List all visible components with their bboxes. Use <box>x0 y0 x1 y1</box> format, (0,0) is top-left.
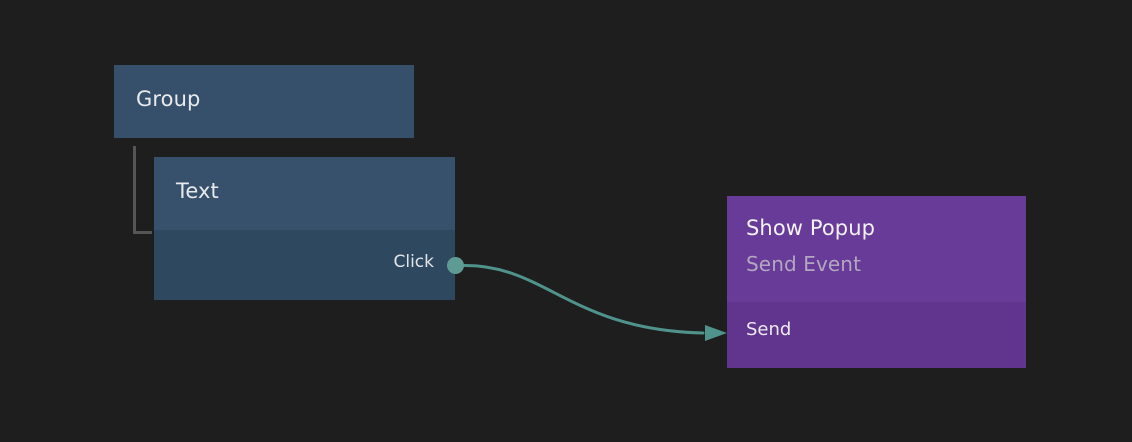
port-label-click[interactable]: Click <box>393 252 434 272</box>
node-group-title: Group <box>136 87 201 111</box>
node-text-title: Text <box>176 179 219 203</box>
node-text-header <box>154 157 455 230</box>
edge-arrowhead-icon <box>705 325 727 341</box>
node-text[interactable]: Text Click <box>154 157 455 300</box>
node-show-popup[interactable]: Show Popup Send Event Send <box>727 196 1026 368</box>
port-label-send[interactable]: Send <box>746 319 792 340</box>
node-group[interactable]: Group <box>114 65 414 138</box>
node-show-popup-header <box>727 196 1026 302</box>
node-text-port-row: Click <box>154 230 455 300</box>
edge-click-to-send[interactable] <box>461 263 705 335</box>
tree-connector-line <box>133 146 152 234</box>
port-knob-click-icon[interactable] <box>447 257 464 274</box>
node-show-popup-subtitle: Send Event <box>746 252 862 276</box>
node-show-popup-port-row: Send <box>727 302 1026 368</box>
node-show-popup-title: Show Popup <box>746 216 876 240</box>
